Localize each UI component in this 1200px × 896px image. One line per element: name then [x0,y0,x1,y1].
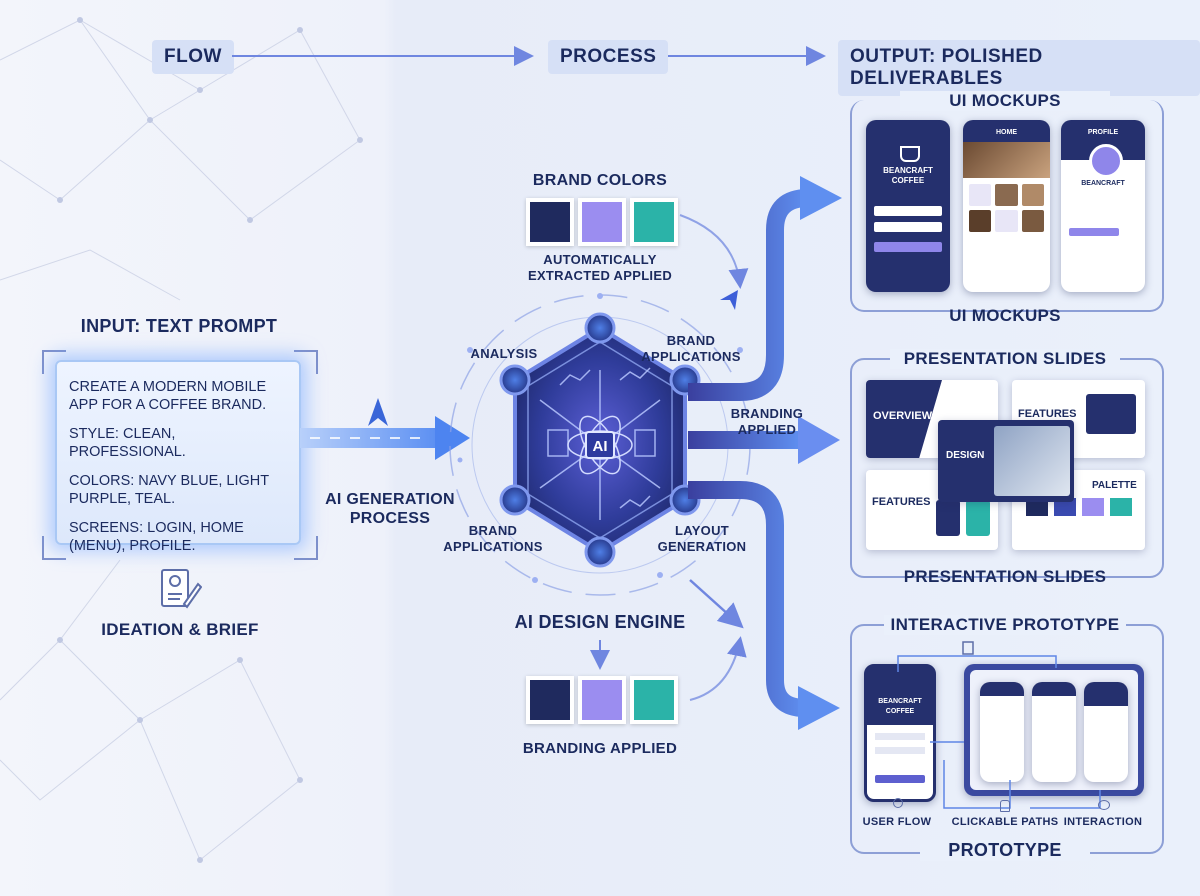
user-flow-label: USER FLOW [862,816,932,828]
overview-slide: OVERVIEW [866,380,998,458]
profile-name: BEANCRAFT [1081,180,1125,187]
prompt-line: SCREENS: LOGIN, HOME (MENU), PROFILE. [69,520,244,554]
swatch-teal [630,198,678,246]
prompt-line: COLORS: NAVY BLUE, LIGHT PURPLE, TEAL. [69,473,269,507]
login-brand: BEANCRAFT COFFEE [883,166,933,185]
prompt-corner-bl [42,536,66,560]
process-label: PROCESS [548,40,669,74]
features-top-label: FEATURES [1018,408,1077,420]
login-button[interactable] [874,242,942,252]
login-screen: BEANCRAFT COFFEE [866,120,950,292]
profile-button[interactable] [1069,228,1119,236]
tablet-screen-3 [1084,682,1128,782]
design-slide: DESIGN [938,420,1074,502]
input-title: INPUT: TEXT PROMPT [80,316,278,336]
prompt-corner-br [294,536,318,560]
tablet-screen-2 [1032,682,1076,782]
ai-design-engine [449,293,751,596]
prototype-tablet [964,664,1144,796]
input-arrow [300,398,470,460]
output-label: OUTPUT: POLISHED DELIVERABLES [838,40,1200,96]
user-icon [893,798,903,808]
coffee-cup-icon [900,146,920,162]
overview-label: OVERVIEW [873,410,933,422]
node-brand-top: BRAND APPLICATIONS [641,333,741,364]
password-field[interactable] [874,222,942,232]
prompt-corner-tr [294,350,318,374]
design-label: DESIGN [946,450,985,461]
tablet-screen-1 [980,682,1024,782]
flow-label: FLOW [152,40,234,74]
prompt-corner-tl [42,350,66,374]
coffee-banner [963,142,1050,178]
features-bottom-label: FEATURES [872,496,931,508]
prototype-brand: BEANCRAFT COFFEE [878,698,922,715]
clickable-paths-label: CLICKABLE PATHS [951,816,1059,828]
pointer-icon [1000,800,1010,812]
swatch-purple [578,198,626,246]
palette-label: PALETTE [1092,480,1137,491]
prompt-line: CREATE A MODERN MOBILE APP FOR A COFFEE … [69,379,267,413]
swatch-navy [526,198,574,246]
prototype-title: INTERACTIVE PROTOTYPE [884,615,1126,635]
header-arrows [232,46,826,66]
ai-generation-label: AI GENERATION PROCESS [325,491,455,527]
swatch-purple-bottom [578,676,626,724]
branding-applied-caption: BRANDING APPLIED [522,740,678,757]
home-screen: HOME [963,120,1050,292]
prototype-caption: PROTOTYPE [920,840,1090,861]
branding-applied-arrow-label: BRANDING APPLIED [730,406,804,437]
ui-mockups-title: UI MOCKUPS [900,91,1110,111]
menu-grid [963,178,1050,238]
interaction-label: INTERACTION [1063,816,1143,828]
engine-core-label: AI [592,438,608,455]
swatch-teal-bottom [630,676,678,724]
prototype-field[interactable] [875,733,925,740]
prototype-login-button[interactable] [875,775,925,783]
prototype-phone: BEANCRAFT COFFEE [864,664,936,802]
ideation-caption: IDEATION & BRIEF [101,620,259,639]
email-field[interactable] [874,206,942,216]
brand-colors-caption: AUTOMATICALLY EXTRACTED APPLIED [527,252,673,283]
node-analysis: ANALYSIS [470,346,538,361]
node-layout: LAYOUT GENERATION [657,523,747,554]
ui-mockups-caption: UI MOCKUPS [949,306,1061,325]
swatch-navy-bottom [526,676,574,724]
slides-title: PRESENTATION SLIDES [890,349,1120,369]
brand-colors-title: BRAND COLORS [532,172,668,189]
home-header: HOME [963,120,1050,142]
avatar [1089,144,1123,178]
prototype-field[interactable] [875,747,925,754]
interaction-icon [1098,800,1110,810]
slides-caption: PRESENTATION SLIDES [903,567,1107,586]
engine-title: AI DESIGN ENGINE [514,612,686,632]
text-prompt-box: CREATE A MODERN MOBILE APP FOR A COFFEE … [55,360,301,554]
document-pencil-icon [161,569,202,609]
ui-mockups-panel [850,100,1164,312]
profile-screen: PROFILE BEANCRAFT [1061,120,1145,292]
node-brand-bottom: BRAND APPLICATIONS [443,523,543,554]
prompt-line: STYLE: CLEAN, PROFESSIONAL. [69,426,186,460]
